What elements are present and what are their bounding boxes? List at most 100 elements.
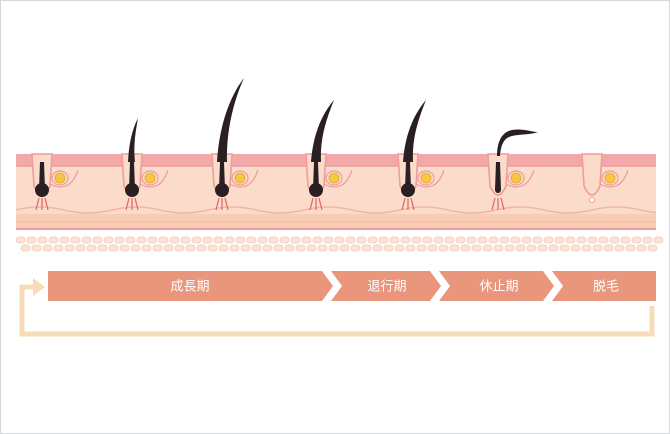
fat-cell bbox=[565, 236, 576, 244]
follicle-catagen bbox=[397, 100, 445, 211]
fat-cell bbox=[383, 244, 394, 252]
fat-cell bbox=[548, 244, 559, 252]
fat-cell bbox=[598, 236, 609, 244]
fat-cell bbox=[345, 236, 356, 244]
stage-segment-telogen bbox=[439, 271, 554, 301]
arrector-pili-muscle bbox=[505, 169, 535, 188]
fat-cell bbox=[587, 236, 598, 244]
fat-cell bbox=[268, 236, 279, 244]
fat-cell bbox=[356, 236, 367, 244]
fat-cell bbox=[576, 236, 587, 244]
follicle-anagen bbox=[211, 78, 259, 211]
fat-cell bbox=[559, 244, 570, 252]
fat-cell bbox=[70, 236, 81, 244]
fat-cell bbox=[75, 244, 86, 252]
sebaceous-gland bbox=[510, 172, 522, 184]
fat-cell bbox=[427, 244, 438, 252]
fat-cell bbox=[510, 236, 521, 244]
arrector-pili-muscle bbox=[415, 169, 445, 188]
fat-cell bbox=[378, 236, 389, 244]
dermal-papilla-vessels bbox=[491, 197, 505, 211]
arrector-pili-muscle bbox=[49, 169, 79, 188]
epidermis-layer bbox=[16, 154, 656, 166]
fat-cell bbox=[444, 236, 455, 244]
hair-shaft bbox=[311, 100, 334, 162]
stage-segment-shedding bbox=[552, 271, 656, 301]
fat-cell bbox=[53, 244, 64, 252]
fat-cell bbox=[389, 236, 400, 244]
cycle-arrow-path bbox=[19, 284, 655, 337]
stage-label-shedding: 脱毛 bbox=[593, 280, 619, 295]
fat-cell bbox=[581, 244, 592, 252]
fat-cell bbox=[273, 244, 284, 252]
fat-cell bbox=[290, 236, 301, 244]
follicle-sheath bbox=[581, 153, 603, 196]
fat-cell bbox=[477, 236, 488, 244]
fat-cell bbox=[620, 236, 631, 244]
sebaceous-gland bbox=[234, 172, 246, 184]
sebaceous-gland bbox=[328, 172, 340, 184]
fat-cell-rows bbox=[15, 236, 664, 252]
follicle-telogen bbox=[487, 129, 538, 211]
skin-cross-section bbox=[16, 154, 656, 230]
fat-cell bbox=[455, 236, 466, 244]
sebaceous-gland bbox=[54, 172, 66, 184]
cycle-return-arrow bbox=[19, 278, 655, 337]
fat-cell bbox=[323, 236, 334, 244]
fat-cell bbox=[317, 244, 328, 252]
fat-cell bbox=[284, 244, 295, 252]
follicle-anagen bbox=[121, 118, 169, 211]
fat-cell bbox=[493, 244, 504, 252]
fat-cell bbox=[411, 236, 422, 244]
fat-cell bbox=[306, 244, 317, 252]
fat-cell bbox=[526, 244, 537, 252]
fat-cell bbox=[207, 244, 218, 252]
hair-shaft-root bbox=[405, 162, 411, 190]
fat-cell bbox=[636, 244, 647, 252]
stage-segment-catagen bbox=[331, 271, 441, 301]
dermal-papilla-vessels bbox=[125, 197, 139, 211]
fat-cell bbox=[218, 244, 229, 252]
fat-cell bbox=[543, 236, 554, 244]
fat-cell bbox=[471, 244, 482, 252]
arrector-pili-muscle bbox=[229, 169, 259, 188]
fat-cell bbox=[532, 236, 543, 244]
fat-cell bbox=[31, 244, 42, 252]
arrector-pili-muscle bbox=[139, 169, 169, 188]
arrector-pili-muscle bbox=[599, 169, 629, 188]
fat-cell bbox=[64, 244, 75, 252]
follicle-anagen bbox=[31, 153, 79, 211]
fat-cell bbox=[394, 244, 405, 252]
fat-cell bbox=[235, 236, 246, 244]
fat-cell bbox=[15, 236, 26, 244]
fat-cell bbox=[554, 236, 565, 244]
hair-shaft-root bbox=[129, 162, 135, 190]
stage-label-anagen: 成長期 bbox=[170, 280, 209, 295]
hair-follicles bbox=[31, 78, 629, 211]
arrector-pili-muscle bbox=[323, 169, 353, 188]
fat-cell bbox=[515, 244, 526, 252]
fat-cell bbox=[466, 236, 477, 244]
dermal-papilla-vessels bbox=[401, 197, 415, 211]
fat-cell bbox=[20, 244, 31, 252]
fat-cell bbox=[152, 244, 163, 252]
fat-cell bbox=[229, 244, 240, 252]
fat-cell bbox=[603, 244, 614, 252]
hair-shaft bbox=[403, 100, 426, 162]
stage-segment-anagen bbox=[48, 271, 333, 301]
fat-cell bbox=[119, 244, 130, 252]
hair-shaft-root bbox=[495, 162, 501, 190]
fat-cell bbox=[592, 244, 603, 252]
hair-shaft bbox=[497, 129, 538, 156]
fat-cell bbox=[537, 244, 548, 252]
fat-cell bbox=[625, 244, 636, 252]
fat-cell bbox=[37, 236, 48, 244]
fat-cell bbox=[328, 244, 339, 252]
fat-cell bbox=[279, 236, 290, 244]
fat-cell bbox=[631, 236, 642, 244]
fat-cell bbox=[449, 244, 460, 252]
hair-shaft-root bbox=[219, 162, 225, 190]
fat-cell bbox=[521, 236, 532, 244]
fat-cell bbox=[196, 244, 207, 252]
fat-cell bbox=[251, 244, 262, 252]
